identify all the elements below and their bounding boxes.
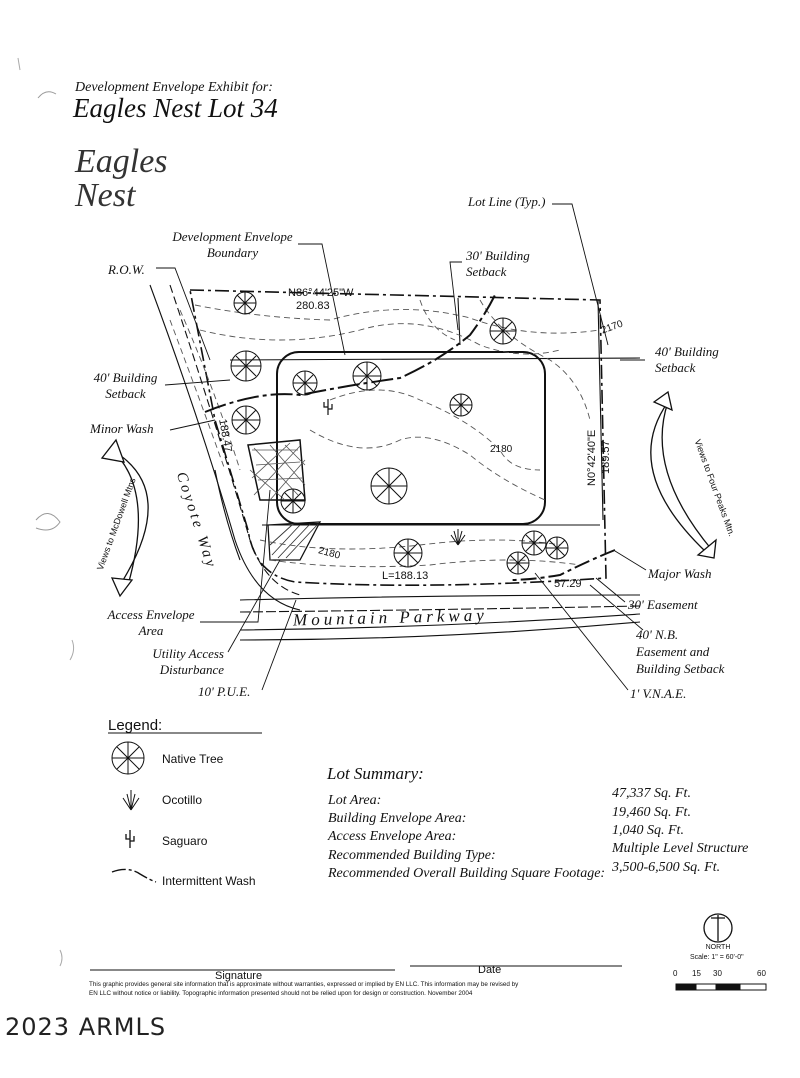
label-40-building-setback-left: 40' Building Setback — [93, 370, 158, 401]
eagles-nest-logo: Eagles Nest — [75, 143, 168, 214]
scale-tick-30: 30 — [713, 969, 722, 978]
native-tree-icon — [233, 291, 257, 315]
scale-tick-0: 0 — [673, 969, 678, 978]
view-arc-right — [650, 390, 717, 559]
bearing-right: N0°42'40"E — [586, 429, 598, 486]
mountain-parkway — [239, 594, 641, 641]
summary-value-building-type: Multiple Level Structure — [612, 841, 749, 856]
date-label: Date — [478, 964, 502, 976]
label-utility-access: Utility Access Disturbance — [152, 646, 224, 677]
distance-right: 189.57 — [600, 440, 612, 474]
summary-label-access-envelope: Access Envelope Area: — [328, 829, 457, 844]
legend-ocotillo-icon — [122, 790, 140, 811]
native-tree-icon — [393, 538, 423, 568]
page-title: Eagles Nest Lot 34 — [73, 93, 278, 123]
utility-disturbance-area — [267, 521, 322, 561]
label-40-building-setback-right: 40' Building Setback — [655, 344, 719, 375]
exhibit-subtitle: Development Envelope Exhibit for: — [75, 80, 273, 95]
native-trees — [230, 291, 569, 575]
major-wash-line — [509, 549, 616, 581]
label-30-building-setback: 30' Building Setback — [466, 248, 530, 279]
summary-value-building-envelope: 19,460 Sq. Ft. — [612, 805, 691, 820]
summary-label-building-envelope: Building Envelope Area: — [328, 811, 467, 826]
contour-lines — [169, 299, 601, 568]
scale-tick-60: 60 — [757, 969, 766, 978]
native-tree-icon — [370, 467, 408, 505]
summary-value-access-envelope: 1,040 Sq. Ft. — [612, 823, 684, 838]
saguaro-icon — [323, 399, 333, 415]
label-30-easement: 30' Easement — [628, 597, 698, 612]
native-tree-icon — [230, 350, 262, 382]
view-arc-left — [100, 438, 149, 598]
scale-tick-15: 15 — [692, 969, 701, 978]
summary-value-square-footage: 3,500-6,500 Sq. Ft. — [612, 860, 721, 875]
development-envelope — [276, 351, 546, 525]
signature-lines — [90, 965, 622, 971]
legend-native-tree-label: Native Tree — [162, 752, 224, 766]
native-tree-icon — [231, 405, 261, 435]
north-arrow-icon — [703, 913, 733, 943]
native-tree-icon — [280, 488, 306, 514]
signature-label: Signature — [215, 970, 263, 982]
leader-lines — [156, 203, 647, 691]
legend-wash-icon — [111, 868, 157, 883]
margin-marks — [17, 57, 75, 967]
contour-label-2180: 2180 — [490, 444, 513, 455]
scale-label: Scale: 1" = 60'-0" — [690, 954, 744, 961]
setback-lines — [229, 297, 641, 526]
native-tree-icon — [449, 393, 473, 417]
lot-summary-title: Lot Summary: — [327, 764, 424, 783]
legend-wash-label: Intermittent Wash — [162, 874, 256, 888]
north-label: NORTH — [705, 944, 731, 951]
bearing-top: N86°44'25"W — [288, 287, 354, 299]
disclaimer-line-1: This graphic provides general site infor… — [89, 981, 519, 988]
armls-watermark: 2023 ARMLS — [5, 1013, 167, 1041]
native-tree-icon — [292, 370, 318, 396]
label-major-wash: Major Wash — [648, 566, 712, 581]
label-minor-wash: Minor Wash — [90, 421, 154, 436]
curve-bottom: L=188.13 — [382, 570, 429, 582]
label-40-nb-easement: 40' N.B. Easement and Building Setback — [636, 627, 725, 676]
legend-saguaro-icon — [125, 830, 135, 848]
label-dev-envelope: Development Envelope Boundary — [172, 229, 293, 260]
native-tree-icon — [521, 530, 547, 556]
distance-bottom-right: 57.29 — [554, 578, 582, 590]
coyote-way-row — [149, 284, 301, 611]
native-tree-icon — [352, 361, 382, 391]
summary-label-building-type: Recommended Building Type: — [328, 848, 496, 863]
legend-saguaro-label: Saguaro — [162, 834, 208, 848]
legend-native-tree-icon — [111, 741, 145, 775]
summary-label-lot-area: Lot Area: — [328, 793, 382, 808]
scale-bar — [675, 983, 767, 991]
disclaimer-line-2: EN LLC without notice or liability. Topo… — [89, 990, 473, 997]
label-access-envelope: Access Envelope Area — [107, 607, 195, 638]
lot-boundary — [189, 289, 607, 586]
summary-label-square-footage: Recommended Overall Building Square Foot… — [328, 866, 606, 881]
legend-ocotillo-label: Ocotillo — [162, 793, 203, 807]
binder-holes — [35, 91, 61, 531]
summary-value-lot-area: 47,337 Sq. Ft. — [612, 786, 691, 801]
label-vnae: 1' V.N.A.E. — [630, 686, 687, 701]
label-pue: 10' P.U.E. — [198, 684, 251, 699]
distance-top: 280.83 — [296, 300, 330, 312]
native-tree-icon — [489, 317, 517, 345]
label-lot-line: Lot Line (Typ.) — [468, 194, 546, 209]
ocotillo-icon — [450, 529, 466, 546]
native-tree-icon — [545, 536, 569, 560]
legend-title: Legend: — [108, 717, 163, 734]
minor-wash-line — [204, 294, 496, 413]
label-row: R.O.W. — [108, 262, 145, 277]
native-tree-icon — [506, 551, 530, 575]
